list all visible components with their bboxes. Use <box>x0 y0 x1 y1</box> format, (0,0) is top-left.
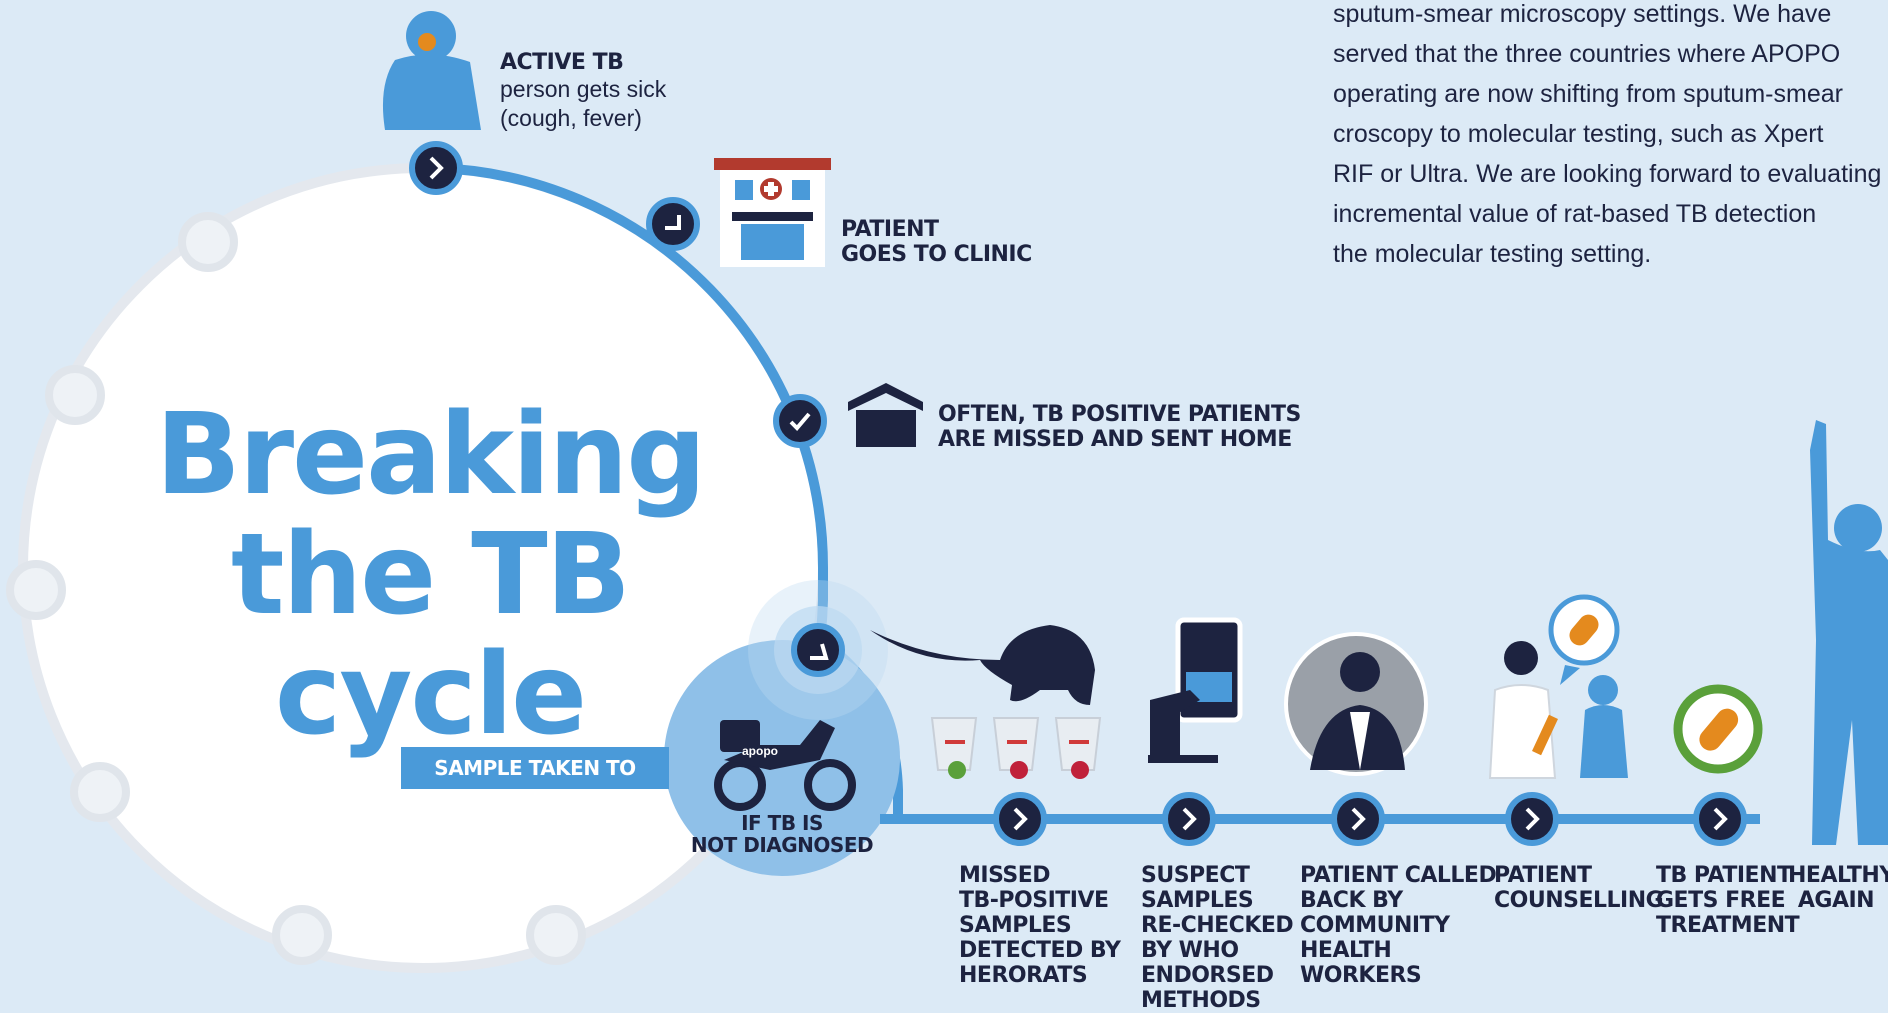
label-line: AGAIN <box>1797 888 1875 913</box>
sample-taken-label: SAMPLE TAKEN TO APOPO <box>401 747 669 822</box>
label-line: GETS FREE <box>1656 888 1786 913</box>
step-heading-2: ARE MISSED AND SENT HOME <box>938 427 1292 452</box>
label-line: SAMPLES <box>1141 888 1254 913</box>
arrow-icon <box>1162 792 1216 846</box>
microscope-icon <box>1148 617 1243 763</box>
step-active-tb: ACTIVE TB person gets sick (cough, fever… <box>500 50 666 133</box>
label-line: COUNSELLING <box>1494 888 1664 913</box>
step-heading-2: GOES TO CLINIC <box>841 242 1032 267</box>
doctor-icon <box>1488 594 1628 779</box>
label-line: PATIENT CALLED <box>1300 863 1497 888</box>
faded-nodes <box>6 212 586 965</box>
label-line: DETECTED BY <box>959 938 1121 963</box>
page-title: Breaking the TB cycle <box>100 395 760 755</box>
timeline-label-rechecked: SUSPECT SAMPLES RE-CHECKED BY WHO ENDORS… <box>1141 863 1294 1013</box>
sample-cups <box>930 717 1102 779</box>
motorbike-icon <box>714 720 856 811</box>
person-coughing-icon <box>382 11 481 130</box>
timeline-label-counselling: PATIENT COUNSELLING <box>1494 863 1664 913</box>
arrow-icon <box>409 141 463 195</box>
step-sent-home: OFTEN, TB POSITIVE PATIENTS ARE MISSED A… <box>938 402 1301 452</box>
label-line: RE-CHECKED <box>1141 913 1294 938</box>
pill-icon <box>1673 684 1763 774</box>
label-line: WORKERS <box>1300 963 1422 988</box>
label-line: ENDORSED <box>1141 963 1274 988</box>
arrow-icon <box>1505 792 1559 846</box>
intro-paragraph: sputum-smear microscopy settings. We hav… <box>1333 0 1882 268</box>
label-line: COMMUNITY <box>1300 913 1450 938</box>
label-line: TREATMENT <box>1656 913 1800 938</box>
hub-label: IF TB IS NOT DIAGNOSED <box>682 812 882 856</box>
arrow-nodes <box>409 141 1747 846</box>
arrow-icon <box>993 792 1047 846</box>
healthy-person-icon <box>1810 420 1888 845</box>
hub-line-1: IF TB IS <box>741 811 823 835</box>
label-line: TB-POSITIVE <box>959 888 1109 913</box>
timeline-label-treatment: TB PATIENT GETS FREE TREATMENT <box>1656 863 1800 938</box>
label-line: MISSED <box>959 863 1051 888</box>
label-line: HERORATS <box>959 963 1088 988</box>
label-line: HEALTH <box>1300 938 1392 963</box>
step-text-2: (cough, fever) <box>500 105 642 131</box>
arrow-icon <box>1331 792 1385 846</box>
arrow-icon <box>791 623 845 677</box>
label-line: METHODS <box>1141 988 1261 1013</box>
label-line: TB PATIENT <box>1656 863 1792 888</box>
bike-brand: apopo <box>742 744 778 758</box>
label-line: BY WHO <box>1141 938 1239 963</box>
health-worker-portrait <box>1284 632 1428 776</box>
timeline-label-called-back: PATIENT CALLED BACK BY COMMUNITY HEALTH … <box>1300 863 1497 988</box>
label-line: HEALTHY <box>1788 863 1888 888</box>
clinic-icon <box>714 158 831 267</box>
step-heading-1: PATIENT <box>841 217 939 242</box>
step-heading: ACTIVE TB <box>500 50 624 75</box>
title-line-1: Breaking <box>155 390 707 520</box>
cycle-arc <box>435 163 828 641</box>
rat-icon <box>870 625 1095 705</box>
step-text-1: person gets sick <box>500 76 667 102</box>
label-line: PATIENT <box>1494 863 1592 888</box>
label-line: SUSPECT <box>1141 863 1250 888</box>
label-line: BACK BY <box>1300 888 1403 913</box>
label-line: SAMPLES <box>959 913 1072 938</box>
timeline-label-healthy: HEALTHY AGAIN <box>1788 863 1888 913</box>
step-heading-1: OFTEN, TB POSITIVE PATIENTS <box>938 402 1301 427</box>
timeline-label-herorats: MISSED TB-POSITIVE SAMPLES DETECTED BY H… <box>959 863 1121 988</box>
arrow-icon <box>773 394 827 448</box>
hub-line-2: NOT DIAGNOSED <box>690 833 874 857</box>
arrow-icon <box>1693 792 1747 846</box>
house-icon <box>848 383 923 447</box>
arrow-icon <box>646 197 700 251</box>
title-line-2: the TB cycle <box>231 510 631 760</box>
step-goes-to-clinic: PATIENT GOES TO CLINIC <box>841 217 1032 267</box>
